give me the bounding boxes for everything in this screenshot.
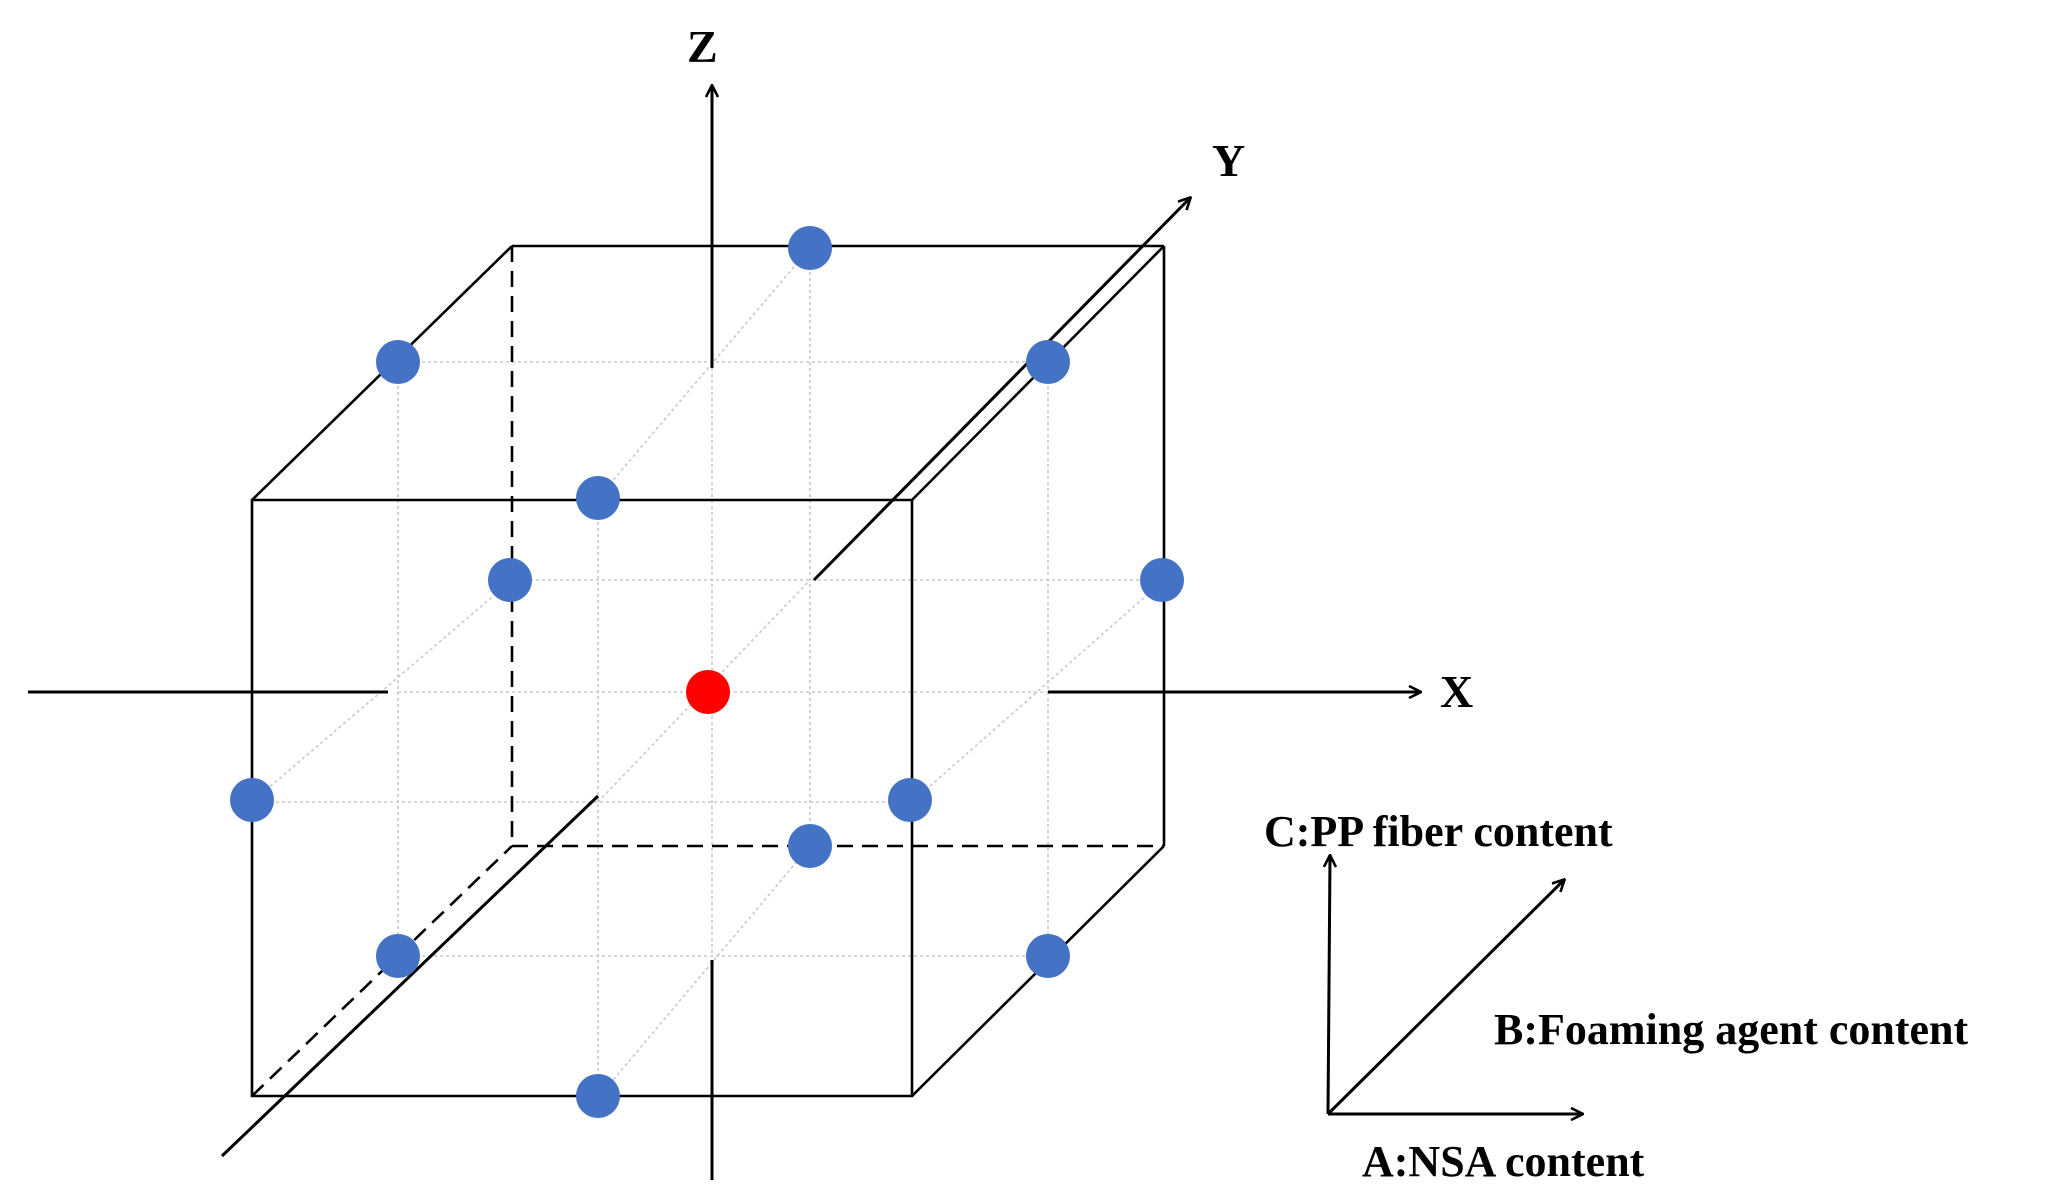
factor-legend: C:PP fiber content B:Foaming agent conte… [1264,807,1969,1186]
design-point [376,340,420,384]
legend-label-b: B:Foaming agent content [1494,1005,1969,1054]
legend-label-c: C:PP fiber content [1264,807,1613,856]
design-point [576,1074,620,1118]
design-point [1026,340,1070,384]
z-axis-label: Z [687,21,718,72]
construction-grid [251,247,1165,1099]
design-point [1140,558,1184,602]
legend-label-a: A:NSA content [1362,1137,1645,1186]
x-axis-label: X [1440,666,1473,717]
y-axis-label: Y [1212,135,1245,186]
coordinate-axes [28,86,1420,1180]
design-point [788,824,832,868]
design-points [230,226,1184,1118]
design-point [1026,934,1070,978]
center-point [686,670,730,714]
y-axis-upper-segment [812,198,1190,582]
design-point [888,778,932,822]
design-point [788,226,832,270]
design-point [376,934,420,978]
legend-c-arrow [1328,856,1330,1115]
y-axis-lower-segment [220,794,600,1158]
cube-front-face [250,498,914,1098]
design-point [488,558,532,602]
design-point [576,476,620,520]
legend-b-arrow [1326,880,1564,1116]
design-point [230,778,274,822]
